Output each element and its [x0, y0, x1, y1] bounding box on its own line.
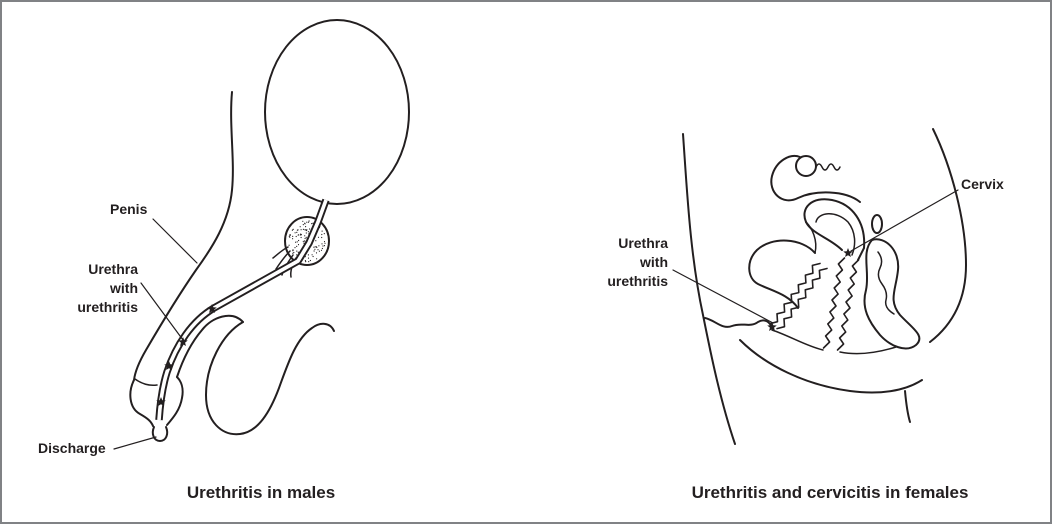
- label-urethra-line-2: with: [109, 280, 138, 296]
- label-cervix: Cervix: [961, 176, 1004, 192]
- vulva-outline: [705, 318, 772, 328]
- perineum-outline: [772, 330, 823, 350]
- vagina-posterior-wall: [838, 260, 859, 350]
- label-urethra-line-1: Urethra: [88, 261, 138, 277]
- discharge-drop: [153, 427, 167, 441]
- penis-dorsal-outline: [130, 92, 233, 426]
- glans-outline: [167, 377, 183, 425]
- perineum-outline: [840, 347, 896, 354]
- rectum: [864, 239, 919, 348]
- leader-line-cervix: [851, 190, 958, 251]
- label-female-urethra-line-3: urethritis: [607, 273, 668, 289]
- vagina-anterior-wall: [824, 258, 845, 348]
- uterus-cavity: [816, 214, 855, 255]
- bladder: [265, 20, 409, 204]
- scrotum-outline: [206, 322, 334, 434]
- leader-line-discharge: [114, 437, 156, 449]
- glans-corona: [135, 379, 157, 385]
- female-labels: Cervix Urethra with urethritis Urethriti…: [607, 176, 1004, 502]
- label-urethra-line-3: urethritis: [77, 299, 138, 315]
- fimbriae: [816, 164, 840, 170]
- label-female-urethra-line-1: Urethra: [618, 235, 668, 251]
- label-discharge: Discharge: [38, 440, 106, 456]
- cervicitis-marker: [843, 248, 853, 257]
- caption-male: Urethritis in males: [187, 483, 335, 502]
- male-illustration: [130, 20, 409, 441]
- uterus-anterior-wall: [806, 222, 842, 250]
- label-female-urethra-line-2: with: [639, 254, 668, 270]
- label-penis: Penis: [110, 201, 148, 217]
- female-urethra-wall: [777, 269, 827, 329]
- posterior-body-outline: [930, 129, 966, 342]
- caption-female: Urethritis and cervicitis in females: [692, 483, 969, 502]
- leader-line-female-urethra: [673, 270, 773, 323]
- rectum-inner-fold: [878, 252, 894, 314]
- female-illustration: [683, 129, 966, 444]
- leader-line-urethra: [141, 283, 183, 340]
- coccyx: [872, 215, 882, 233]
- thigh-outline: [905, 391, 910, 422]
- leader-line-penis: [153, 219, 197, 263]
- ovary: [796, 156, 816, 176]
